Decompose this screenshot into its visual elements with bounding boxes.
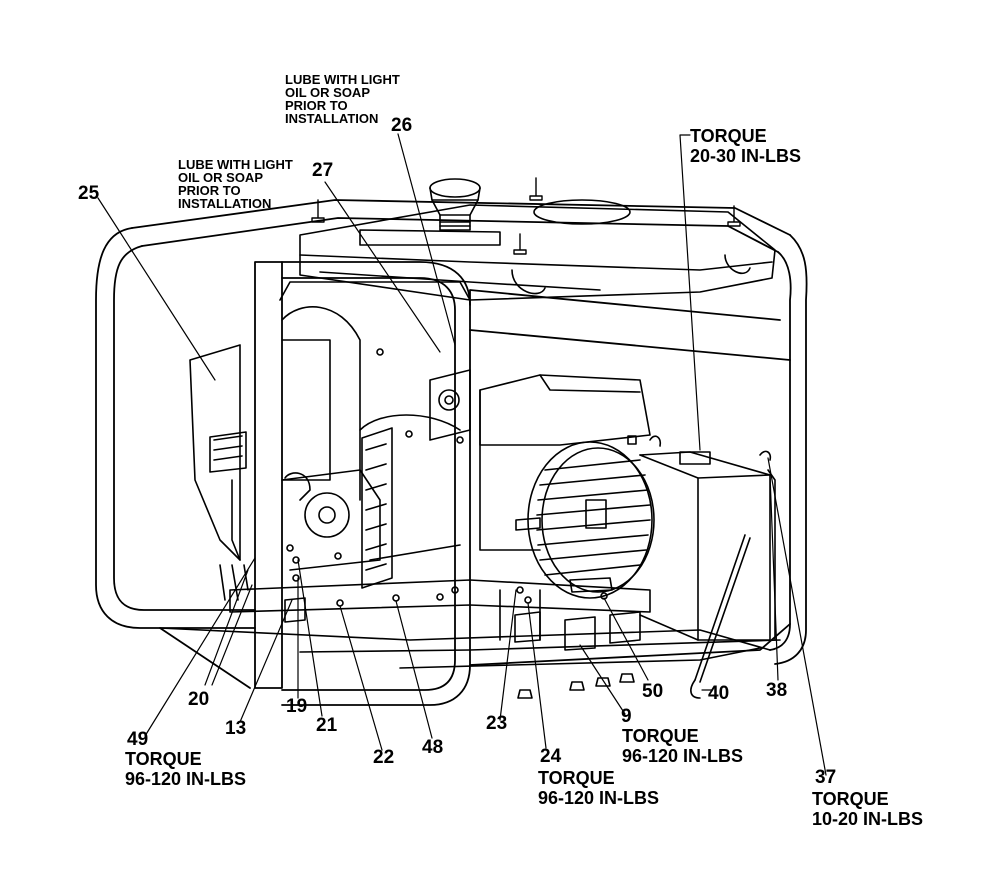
torque-note-24: TORQUE 96-120 IN-LBS — [538, 768, 660, 808]
callout-22: 22 — [373, 747, 395, 768]
lube-note-27: LUBE WITH LIGHT OIL OR SOAP PRIOR TO INS… — [178, 157, 293, 211]
torque-note-9: TORQUE 96-120 IN-LBS — [622, 726, 744, 766]
callout-27: 27 — [312, 160, 334, 181]
callout-25: 25 — [78, 183, 100, 204]
callout-21: 21 — [316, 715, 338, 736]
torque-note-battery: TORQUE 20-30 IN-LBS — [690, 126, 802, 166]
callout-49: 49 — [127, 729, 149, 750]
callout-50: 50 — [642, 681, 664, 702]
torque-note-37: TORQUE 10-20 IN-LBS — [812, 789, 924, 829]
hold-down-rod — [690, 469, 776, 699]
callout-24: 24 — [540, 746, 562, 767]
callout-26: 26 — [391, 115, 413, 136]
torque-note-49: TORQUE 96-120 IN-LBS — [125, 749, 247, 789]
engine — [189, 281, 471, 589]
alternator — [429, 369, 655, 599]
callout-13: 13 — [225, 718, 247, 739]
base-cradle — [159, 544, 781, 699]
callout-19: 19 — [286, 696, 308, 717]
frame — [95, 199, 808, 706]
callout-37: 37 — [815, 767, 837, 788]
battery — [627, 435, 772, 641]
tank-bolts — [311, 177, 741, 255]
callout-23: 23 — [486, 713, 508, 734]
callout-9: 9 — [621, 706, 632, 727]
leader-lines — [97, 133, 827, 776]
fuel-tank — [299, 178, 776, 301]
callout-48: 48 — [422, 737, 444, 758]
callout-40: 40 — [708, 683, 730, 704]
callout-20: 20 — [188, 689, 210, 710]
callout-38: 38 — [766, 680, 788, 701]
lube-note-26: LUBE WITH LIGHT OIL OR SOAP PRIOR TO INS… — [285, 72, 400, 126]
control-box — [209, 431, 249, 601]
